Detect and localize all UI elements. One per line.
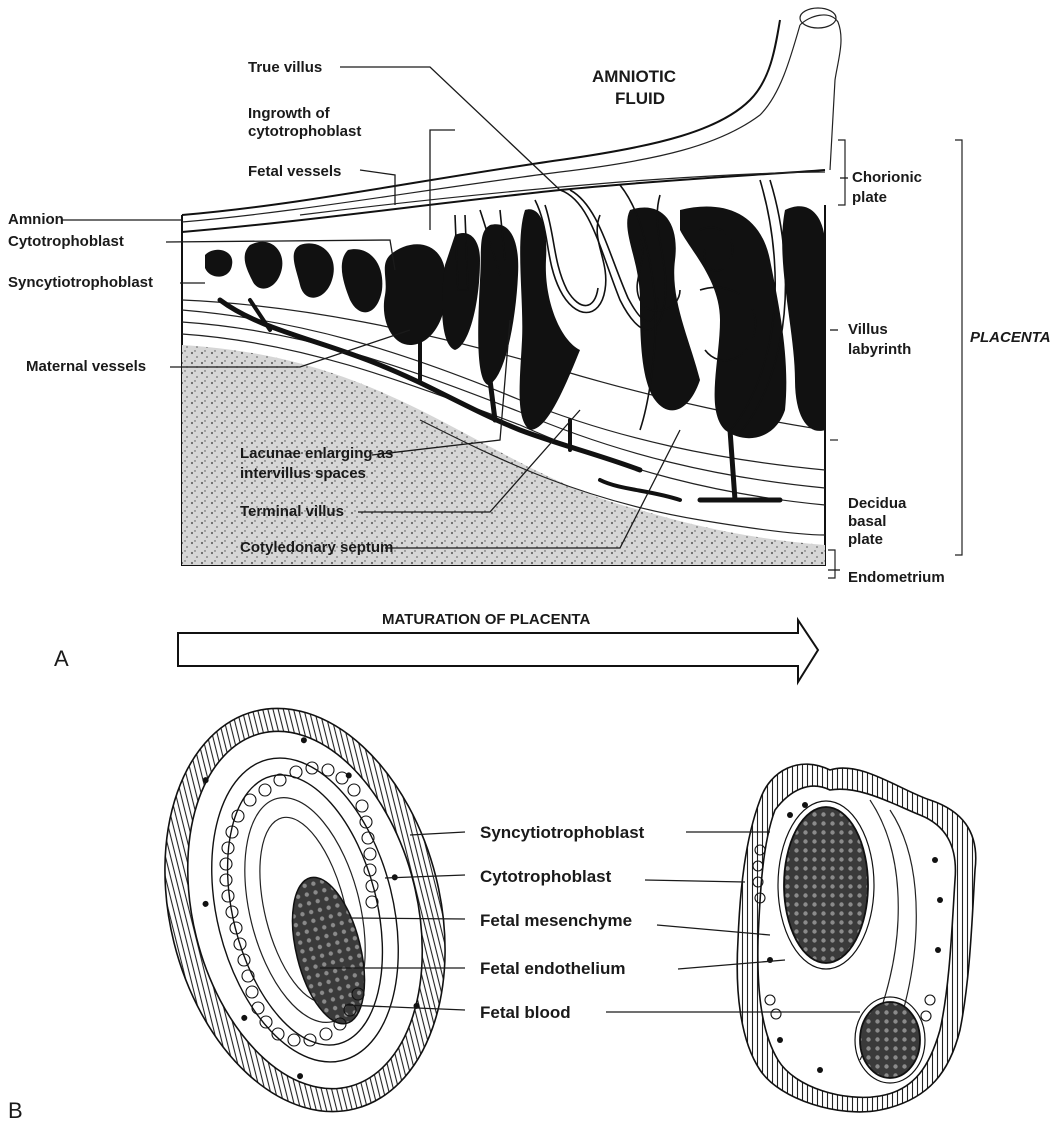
maternal-vessels-label: Maternal vessels: [26, 358, 146, 375]
panel-a: True villus AMNIOTIC FLUID Ingrowth of c…: [8, 8, 1051, 682]
amnion-label: Amnion: [8, 211, 64, 228]
decidua-label-line2: basal: [848, 513, 886, 530]
syncytiotrophoblast-label-b: Syncytiotrophoblast: [480, 823, 645, 842]
panel-b-letter: B: [8, 1098, 23, 1123]
endometrium-label: Endometrium: [848, 569, 945, 586]
amniotic-fluid-label-line2: FLUID: [615, 89, 665, 108]
lacunae-label-line1: Lacunae enlarging as: [240, 445, 393, 462]
lacunae-label-line2: intervillus spaces: [240, 465, 366, 482]
true-villus-label: True villus: [248, 59, 322, 76]
cytotrophoblast-label-b: Cytotrophoblast: [480, 867, 612, 886]
decidua-label-line1: Decidua: [848, 495, 907, 512]
chorionic-plate-label-line2: plate: [852, 189, 887, 206]
panel-b: Syncytiotrophoblast Cytotrophoblast Feta…: [8, 678, 976, 1127]
ingrowth-label-line1: Ingrowth of: [248, 105, 331, 122]
panel-a-letter: A: [54, 646, 69, 671]
early-villus-section: [124, 678, 485, 1127]
syncytiotrophoblast-label-a: Syncytiotrophoblast: [8, 274, 153, 291]
mature-villus-section: [737, 764, 976, 1112]
terminal-villus-label: Terminal villus: [240, 503, 344, 520]
fetal-mesenchyme-label: Fetal mesenchyme: [480, 911, 632, 930]
fetal-endothelium-label: Fetal endothelium: [480, 959, 625, 978]
fetal-blood-label: Fetal blood: [480, 1003, 571, 1022]
villus-labyrinth-label-line1: Villus: [848, 321, 888, 338]
cotyledonary-septum-label: Cotyledonary septum: [240, 539, 393, 556]
decidua-label-line3: plate: [848, 531, 883, 548]
chorionic-plate-label-line1: Chorionic: [852, 169, 922, 186]
amniotic-fluid-label-line1: AMNIOTIC: [592, 67, 676, 86]
maturation-arrow-label: MATURATION OF PLACENTA: [382, 611, 590, 628]
villus-labyrinth-label-line2: labyrinth: [848, 341, 911, 358]
fetal-vessels-label: Fetal vessels: [248, 163, 341, 180]
ingrowth-label-line2: cytotrophoblast: [248, 123, 361, 140]
cytotrophoblast-label-a: Cytotrophoblast: [8, 233, 124, 250]
maturation-arrow: [178, 620, 818, 682]
placenta-label: PLACENTA: [970, 329, 1051, 346]
